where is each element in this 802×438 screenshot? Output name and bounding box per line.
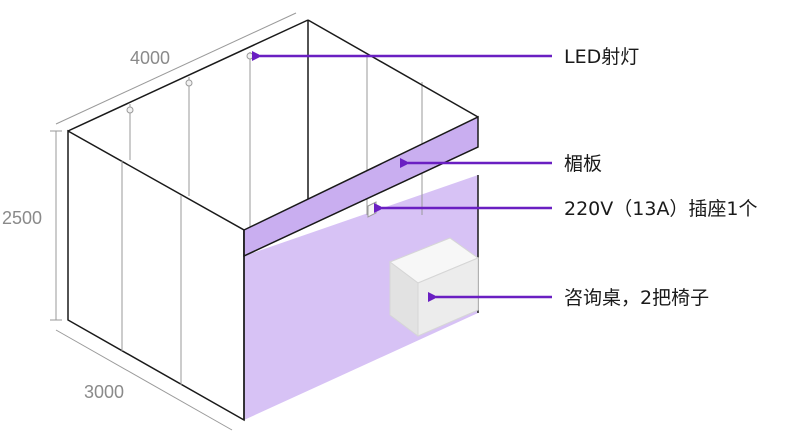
callout-furniture: 咨询桌，2把椅子 xyxy=(564,287,709,309)
fascia-underline xyxy=(243,146,479,257)
callout-fascia: 楣板 xyxy=(564,153,602,175)
dimension-depth: 3000 xyxy=(84,382,124,402)
callout-arrows xyxy=(252,51,552,302)
left-side-wall xyxy=(67,129,245,422)
dimension-width: 4000 xyxy=(130,48,170,68)
led-spotlight-icon xyxy=(126,52,254,114)
booth-floor xyxy=(244,175,478,420)
callout-led: LED射灯 xyxy=(564,46,639,68)
dimension-height: 2500 xyxy=(2,208,42,228)
callout-socket: 220V（13A）插座1个 xyxy=(564,198,758,220)
dimension-lines xyxy=(50,12,297,431)
